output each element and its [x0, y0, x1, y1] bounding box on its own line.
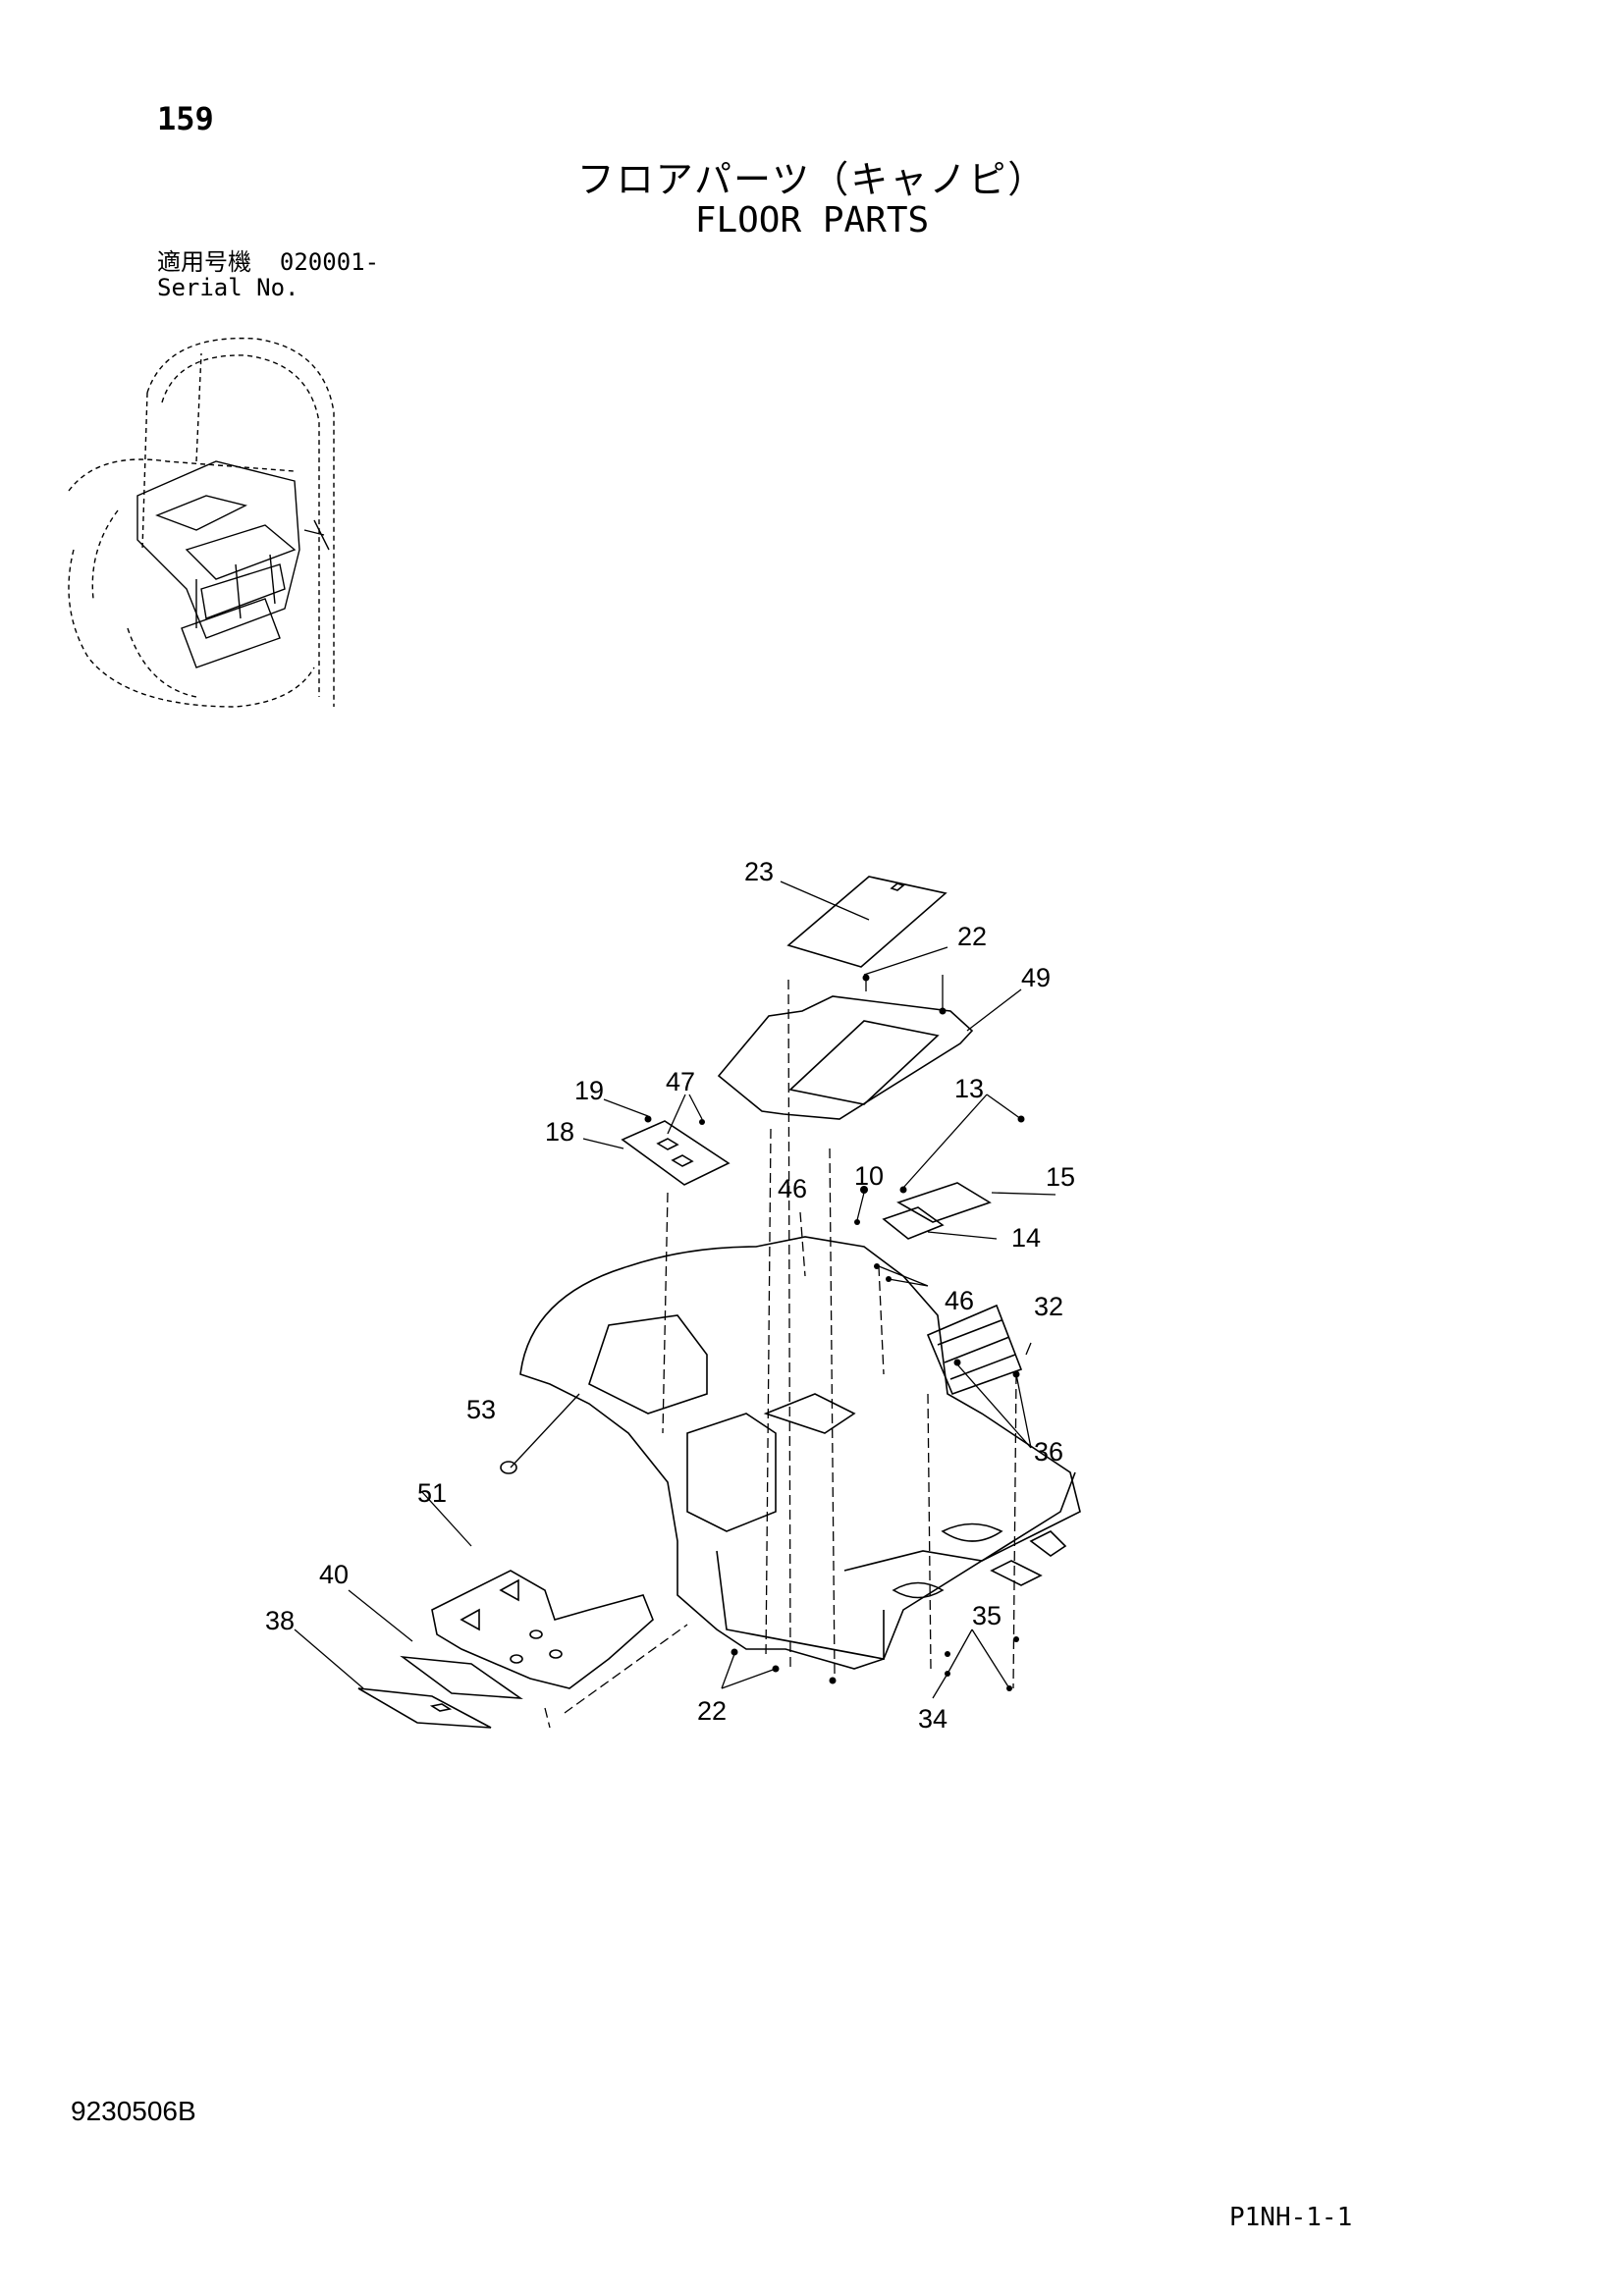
part-51-bracket: [431, 1570, 654, 1689]
exploded-view: [357, 876, 1081, 1729]
floor-frame: [519, 1236, 1081, 1670]
callout-14: 14: [1011, 1223, 1041, 1253]
part-14-cover: [882, 1206, 945, 1240]
callout-46-left: 46: [778, 1174, 807, 1203]
fastener-dots: [644, 974, 1025, 1691]
part-32-bracket: [926, 1304, 1023, 1396]
callout-10: 10: [854, 1161, 884, 1191]
callout-34: 34: [918, 1704, 947, 1734]
callout-22-top: 22: [957, 922, 987, 951]
callout-49: 49: [1021, 963, 1051, 992]
callout-15: 15: [1046, 1162, 1075, 1192]
serial-label-en: Serial No.: [157, 274, 299, 301]
part-18-panel: [621, 1120, 731, 1186]
callout-32: 32: [1034, 1292, 1063, 1321]
callout-46-right: 46: [945, 1286, 974, 1315]
callout-53: 53: [466, 1395, 496, 1424]
callout-35: 35: [972, 1601, 1001, 1630]
page-reference: P1NH-1-1: [1229, 2203, 1353, 2232]
callout-23: 23: [744, 857, 774, 886]
page-title-english: FLOOR PARTS: [694, 200, 930, 240]
serial-value: 020001-: [279, 248, 380, 276]
part-53-grommet: [500, 1461, 517, 1474]
document-code: 9230506B: [71, 2096, 196, 2126]
callout-51: 51: [417, 1478, 447, 1508]
part-49-plate: [717, 995, 974, 1120]
part-23-cover: [786, 876, 947, 968]
callout-19: 19: [574, 1076, 604, 1105]
serial-block: 適用号機 020001- Serial No.: [157, 249, 379, 300]
part-38-mat: [357, 1687, 492, 1729]
page-number: 159: [157, 100, 214, 137]
machine-overview-thumbnail: [68, 337, 335, 708]
part-15-cover: [896, 1182, 992, 1223]
callout-13: 13: [954, 1074, 984, 1103]
leader-lines: [294, 881, 1056, 1729]
callout-47: 47: [666, 1067, 695, 1096]
serial-label-jp: 適用号機: [157, 248, 251, 276]
callout-38: 38: [265, 1606, 295, 1635]
callout-40: 40: [319, 1560, 349, 1589]
page-title-japanese: フロアパーツ（キャノピ）: [576, 158, 1048, 201]
callout-18: 18: [545, 1117, 574, 1147]
part-40-strip: [400, 1655, 523, 1700]
callout-labels: 23 22 49 19 47 13 18 10 15 46 14 46 32 5…: [265, 857, 1075, 1734]
callout-36: 36: [1034, 1437, 1063, 1467]
callout-22-bottom: 22: [697, 1696, 727, 1726]
